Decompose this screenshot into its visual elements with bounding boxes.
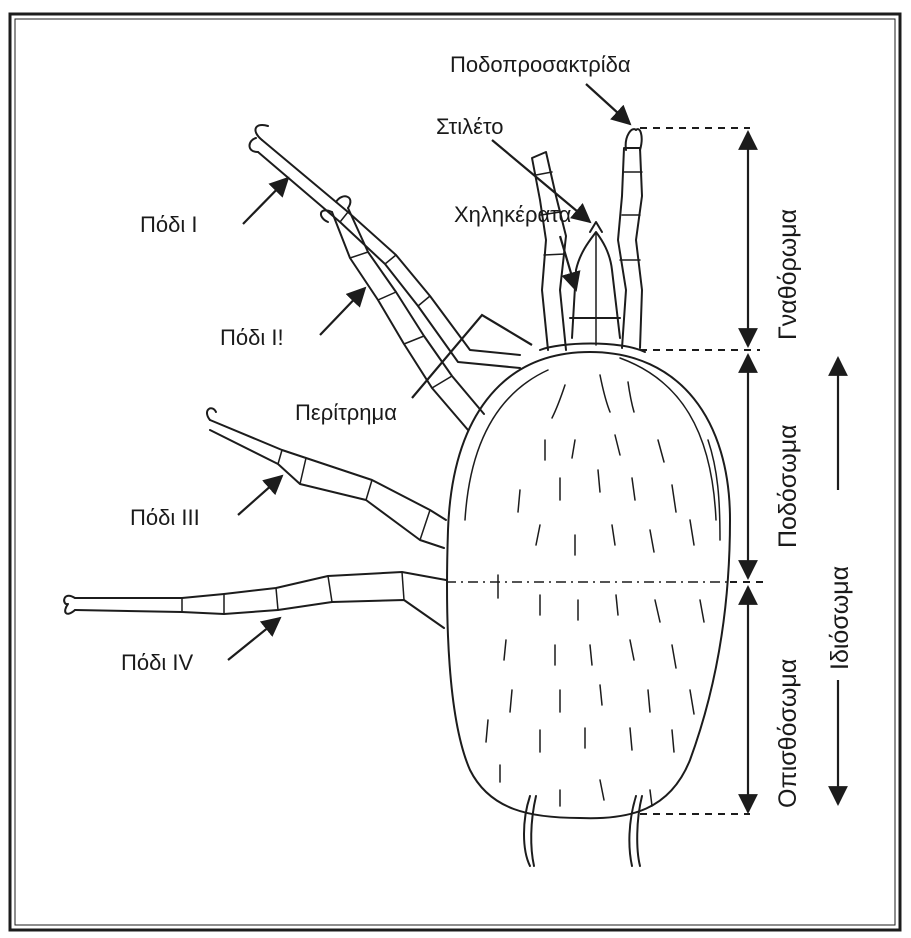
labels: Ποδοπροσακτρίδα Στιλέτο Χηληκέρατα Πόδι … bbox=[121, 52, 854, 808]
label-idiosoma: Ιδιόσωμα bbox=[826, 566, 854, 670]
gnathosoma-structure bbox=[532, 129, 645, 352]
label-leg-3: Πόδι III bbox=[130, 505, 200, 530]
label-podosoma: Ποδόσωμα bbox=[774, 424, 802, 548]
label-opisthosoma: Οπισθόσωμα bbox=[774, 659, 802, 808]
label-leg-1: Πόδι I bbox=[140, 212, 197, 237]
mite-body bbox=[446, 352, 730, 866]
setae bbox=[486, 375, 704, 806]
leg-1 bbox=[250, 125, 521, 368]
label-chelicerae: Χηληκέρατα bbox=[454, 202, 572, 227]
leg-2 bbox=[321, 196, 484, 430]
label-tarsal-pad: Ποδοπροσακτρίδα bbox=[450, 52, 631, 77]
label-stylet: Στιλέτο bbox=[436, 114, 504, 139]
leg-4 bbox=[64, 572, 446, 628]
dimension-lines bbox=[640, 128, 838, 814]
label-gnathosoma: Γναθόρωμα bbox=[774, 209, 802, 340]
label-leg-4: Πόδι IV bbox=[121, 650, 193, 675]
leader-arrows bbox=[228, 84, 630, 660]
leg-3 bbox=[207, 408, 446, 548]
label-peritreme: Περίτρημα bbox=[295, 400, 397, 425]
label-leg-2: Πόδι I! bbox=[220, 325, 284, 350]
